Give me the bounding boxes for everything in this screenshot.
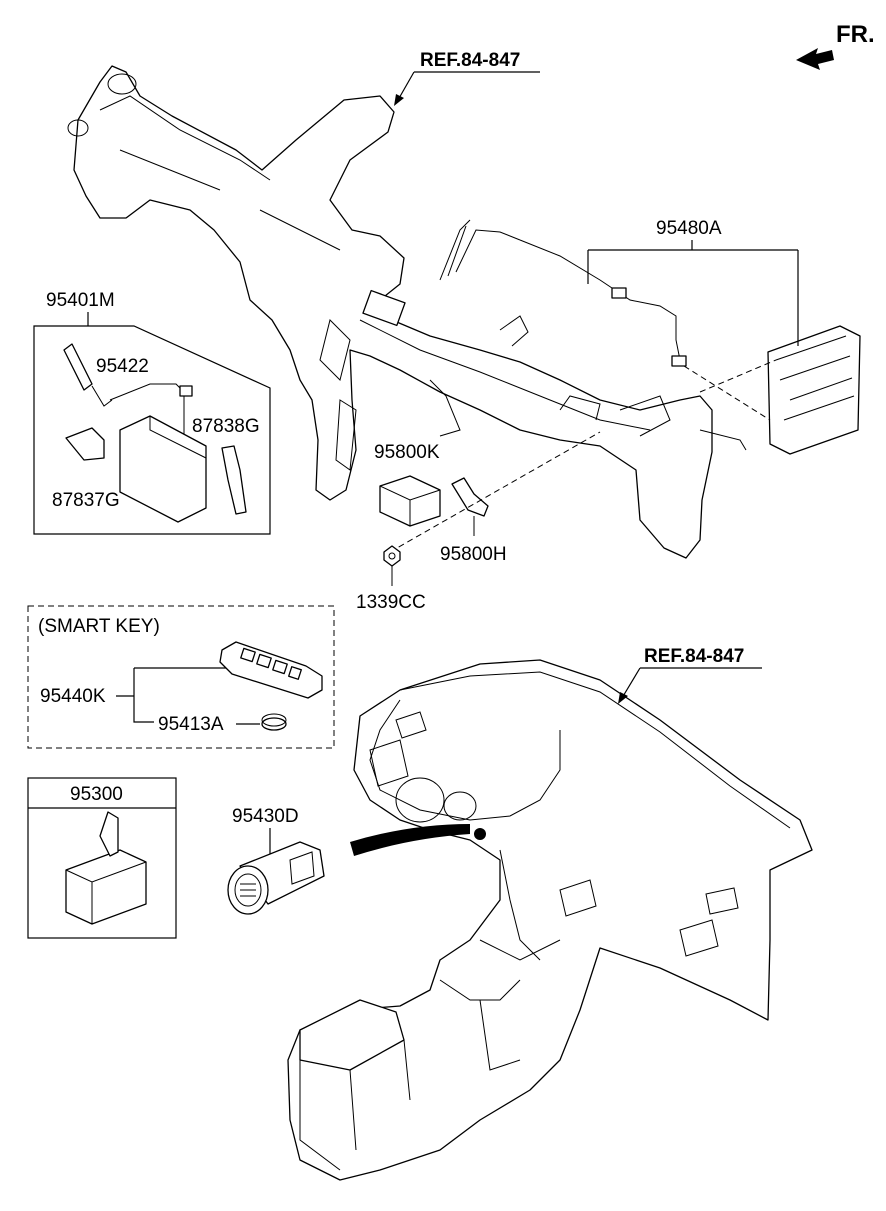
part-95800K-label[interactable]: 95800K xyxy=(374,442,440,463)
smart-key-fob xyxy=(219,641,323,699)
part-95422-label[interactable]: 95422 xyxy=(96,356,149,377)
part-87837G-label[interactable]: 87837G xyxy=(52,490,120,511)
part-95800K xyxy=(379,475,441,527)
part-95401M-label[interactable]: 95401M xyxy=(46,290,115,311)
part-95800H-label[interactable]: 95800H xyxy=(440,544,507,565)
start-stop-button xyxy=(227,841,325,915)
part-95440K-label[interactable]: 95440K xyxy=(40,686,106,707)
ref-top-group[interactable]: REF.84-847 xyxy=(394,50,540,106)
ref-dash-label[interactable]: REF.84-847 xyxy=(644,646,744,667)
bcm-assembly xyxy=(439,219,861,455)
front-label: FR. xyxy=(836,21,875,48)
kit-95401M-outline xyxy=(33,325,271,535)
label-95422[interactable]: 95422 xyxy=(96,356,149,377)
part-95430D-label[interactable]: 95430D xyxy=(232,806,299,827)
front-direction-indicator: FR. xyxy=(796,21,875,70)
part-95300-outline xyxy=(27,777,177,939)
ref-dash-arrowhead xyxy=(618,692,628,704)
label-95430D[interactable]: 95430D xyxy=(232,806,299,854)
ref-top-label[interactable]: REF.84-847 xyxy=(420,50,520,71)
label-95440K[interactable]: 95440K xyxy=(40,686,134,707)
ref-dash-group[interactable]: REF.84-847 xyxy=(618,646,762,704)
ref-top-leader xyxy=(397,71,415,101)
part-95480A-label[interactable]: 95480A xyxy=(656,218,722,239)
ref-dash-leader xyxy=(621,667,641,699)
fastener-centerline xyxy=(389,431,601,553)
smart-key-outline xyxy=(27,605,335,749)
label-95800K[interactable]: 95800K xyxy=(374,442,440,463)
part-1339CC-label[interactable]: 1339CC xyxy=(356,592,426,613)
label-95800H[interactable]: 95800H xyxy=(440,544,507,565)
label-95480A[interactable]: 95480A xyxy=(587,218,799,346)
part-95800H xyxy=(451,477,489,536)
label-95401M[interactable]: 95401M xyxy=(46,290,115,326)
cowl-cross-bar xyxy=(67,65,747,559)
part-95300-module xyxy=(65,849,147,925)
label-87838G[interactable]: 87838G xyxy=(192,416,260,437)
kit-95401M-parts xyxy=(63,343,247,523)
label-95300[interactable]: 95300 xyxy=(70,784,123,805)
ref-top-arrowhead xyxy=(394,94,404,106)
smart-key-leaders xyxy=(133,667,260,725)
label-1339CC[interactable]: 1339CC xyxy=(356,592,426,613)
label-95413A[interactable]: 95413A xyxy=(158,714,224,735)
part-1339CC xyxy=(383,545,401,586)
crash-pad-dashboard xyxy=(287,659,813,1181)
part-95480A-leader xyxy=(587,240,799,346)
part-87838G-label[interactable]: 87838G xyxy=(192,416,260,437)
box-95300 xyxy=(27,777,177,939)
smart-key-section: (SMART KEY) xyxy=(38,616,323,731)
front-arrow-icon xyxy=(796,48,834,70)
part-95413A-label[interactable]: 95413A xyxy=(158,714,224,735)
part-95300-label[interactable]: 95300 xyxy=(70,784,123,805)
label-87837G[interactable]: 87837G xyxy=(52,490,120,511)
smart-key-title: (SMART KEY) xyxy=(38,616,160,637)
coin-battery xyxy=(261,713,287,731)
